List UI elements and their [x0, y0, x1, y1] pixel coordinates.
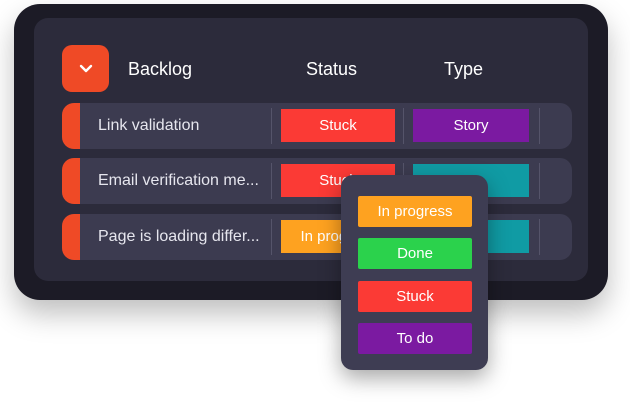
column-divider	[271, 108, 272, 144]
option-done[interactable]: Done	[358, 238, 472, 269]
column-divider	[271, 163, 272, 199]
collapse-toggle-button[interactable]	[62, 45, 109, 92]
task-name: Link validation	[98, 117, 200, 134]
task-name: Email verification me...	[98, 172, 259, 189]
status-column-header: Status	[306, 59, 358, 79]
row-accent	[62, 103, 80, 149]
task-name: Page is loading differ...	[98, 228, 260, 245]
column-divider	[539, 219, 540, 255]
table-row[interactable]: Page is loading differ... In progress	[62, 214, 572, 260]
chevron-down-icon	[79, 64, 92, 73]
column-divider	[403, 108, 404, 144]
table-row[interactable]: Link validation Stuck Story	[62, 103, 572, 149]
row-accent	[62, 214, 80, 260]
backlog-header: Backlog	[128, 59, 193, 79]
status-cell[interactable]: Stuck	[281, 109, 395, 142]
type-cell[interactable]: Story	[413, 109, 529, 142]
type-column-header: Type	[444, 59, 484, 79]
option-in-progress[interactable]: In progress	[358, 196, 472, 227]
option-stuck[interactable]: Stuck	[358, 281, 472, 312]
column-divider	[539, 108, 540, 144]
option-to-do[interactable]: To do	[358, 323, 472, 354]
status-dropdown-menu: In progress Done Stuck To do	[341, 175, 488, 370]
column-divider	[271, 219, 272, 255]
table-row[interactable]: Email verification me... Stuck	[62, 158, 572, 204]
column-divider	[539, 163, 540, 199]
row-accent	[62, 158, 80, 204]
